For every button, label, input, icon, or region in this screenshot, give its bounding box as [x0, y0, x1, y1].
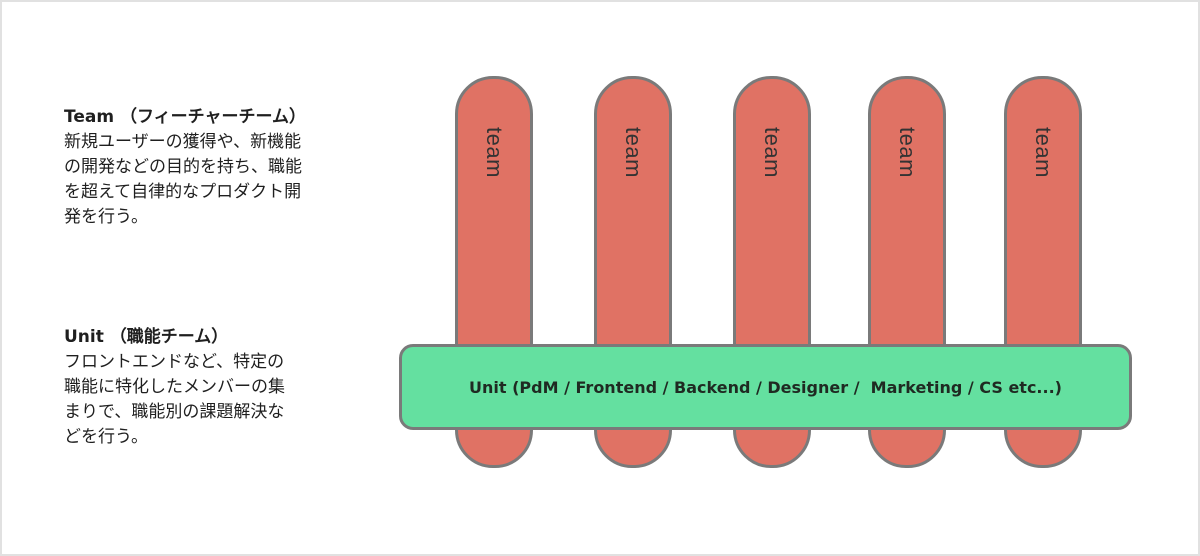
team-body: 新規ユーザーの獲得や、新機能 の開発などの目的を持ち、職能 を超えて自律的なプロ…: [64, 132, 302, 227]
team-pill-label: team: [895, 127, 920, 178]
team-pill-label: team: [1031, 127, 1056, 178]
team-pill-label: team: [482, 127, 507, 178]
unit-title: Unit （職能チーム）: [64, 327, 229, 347]
team-title: Team （フィーチャーチーム）: [64, 107, 306, 127]
unit-description: Unit （職能チーム） フロントエンドなど、特定の 職能に特化したメンバーの集…: [64, 325, 354, 450]
unit-body: フロントエンドなど、特定の 職能に特化したメンバーの集 まりで、職能別の課題解決…: [64, 352, 285, 447]
unit-bar: Unit (PdM / Frontend / Backend / Designe…: [399, 344, 1132, 430]
team-pill-label: team: [621, 127, 646, 178]
team-description: Team （フィーチャーチーム） 新規ユーザーの獲得や、新機能 の開発などの目的…: [64, 105, 354, 230]
team-pill-label: team: [760, 127, 785, 178]
